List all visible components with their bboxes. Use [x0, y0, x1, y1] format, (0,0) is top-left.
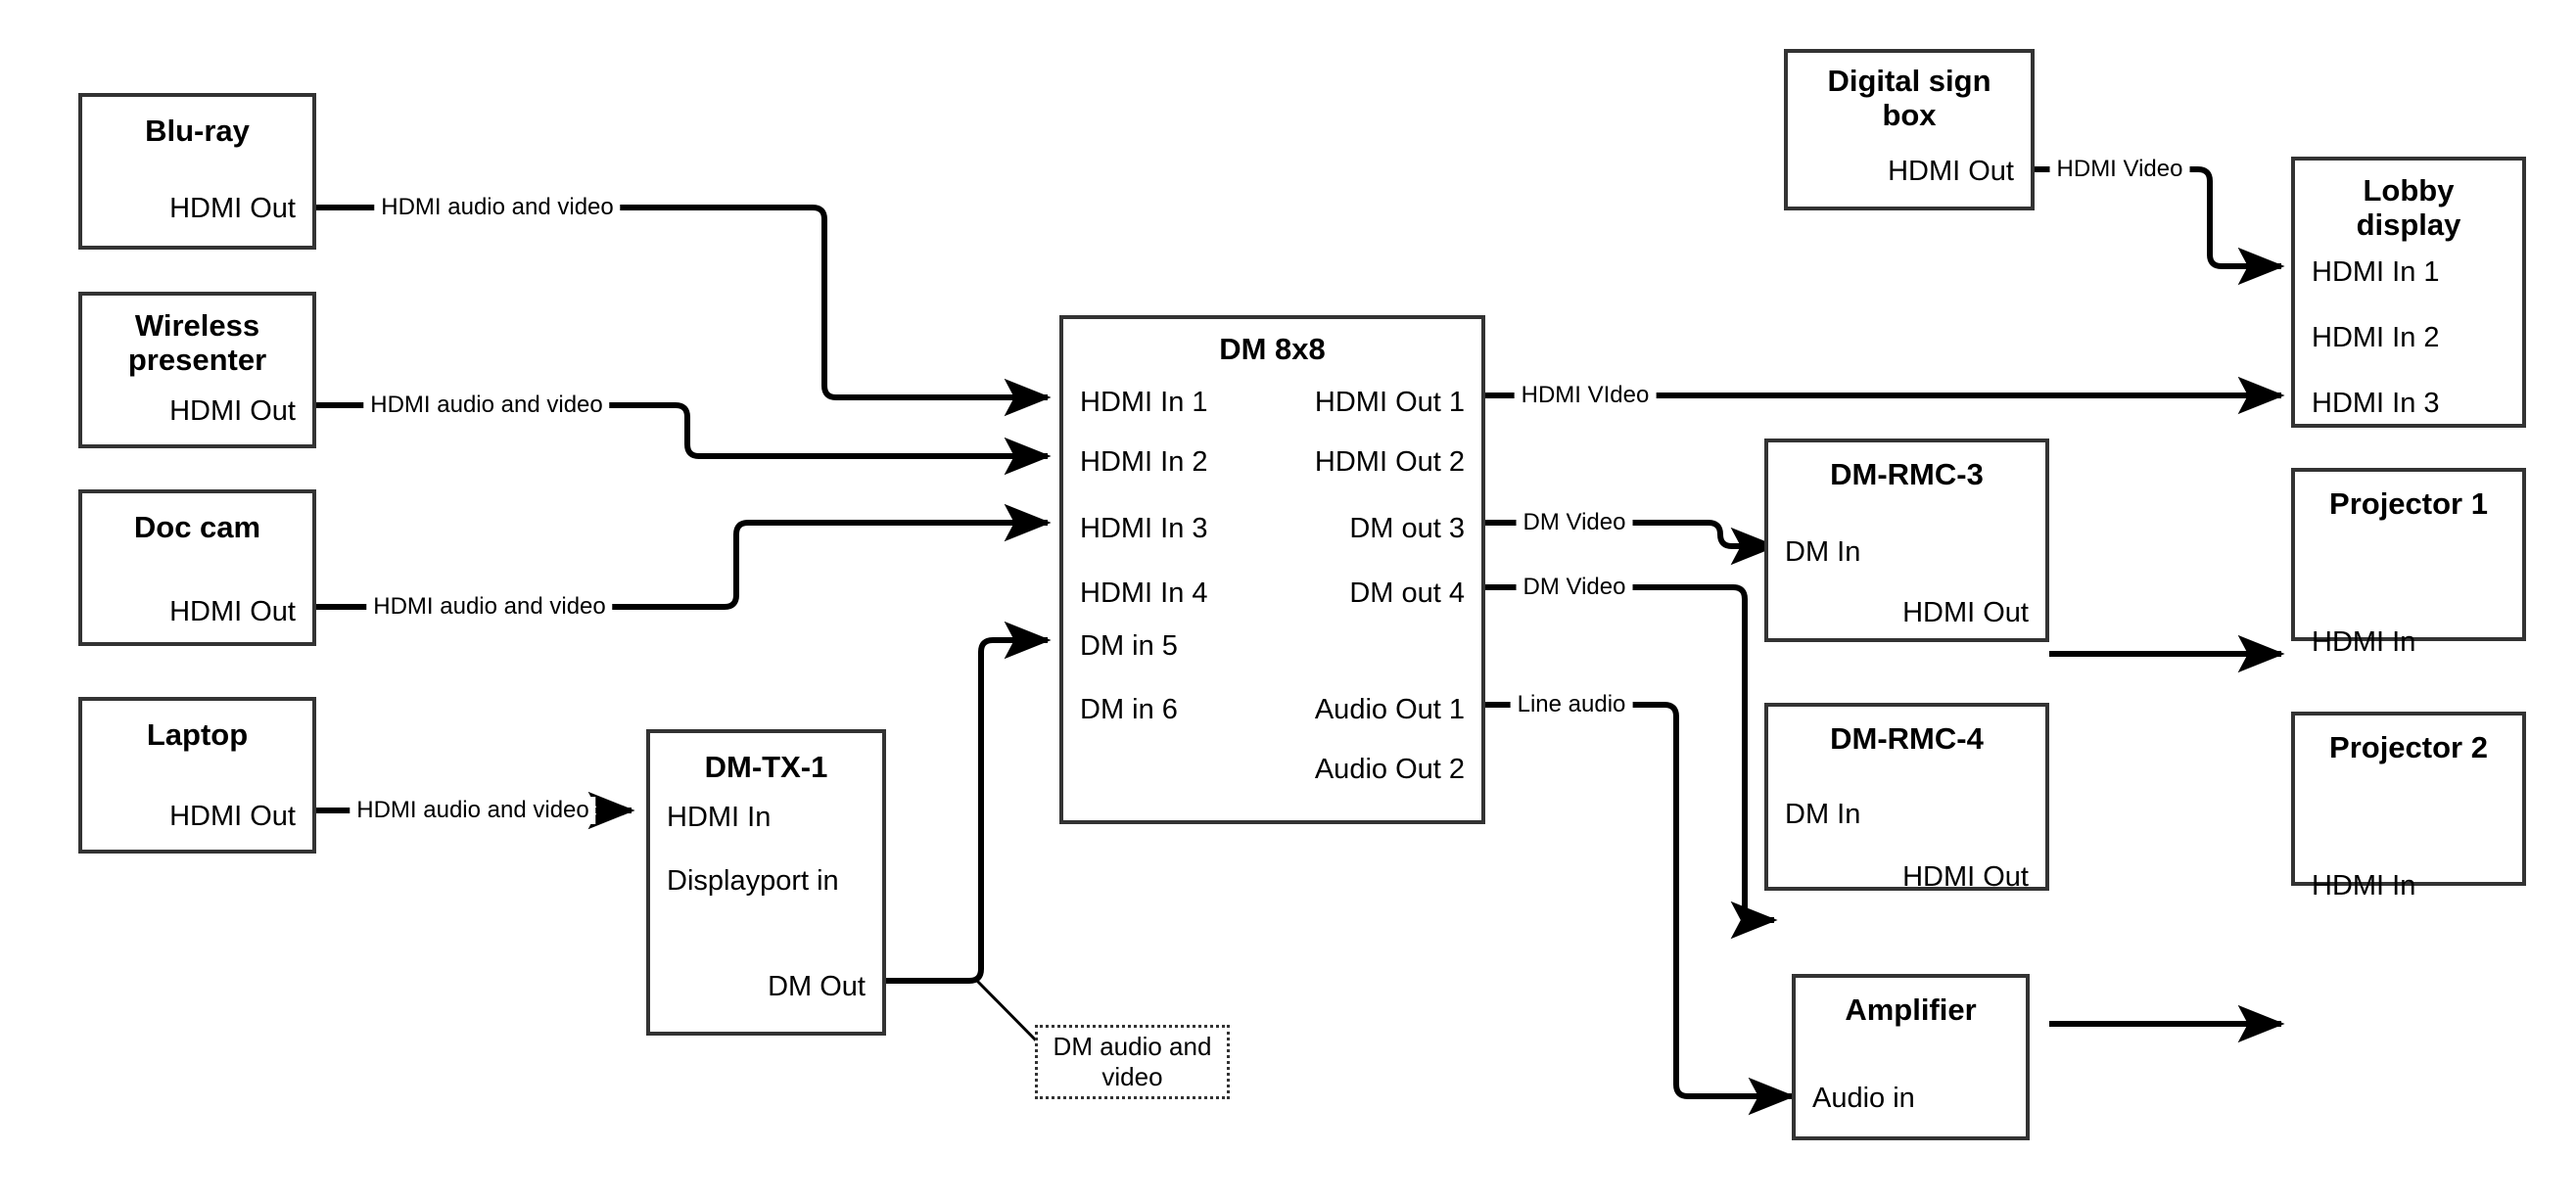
port-dm8x8-hdmi-in-4[interactable]: HDMI In 4 — [1080, 577, 1208, 609]
port-wireless-hdmi-out[interactable]: HDMI Out — [169, 395, 296, 427]
node-laptop-title: Laptop — [146, 717, 249, 752]
node-dmtx1-title: DM-TX-1 — [704, 750, 828, 784]
node-dm-tx-1[interactable]: DM-TX-1 HDMI In Displayport in DM Out — [646, 729, 886, 1036]
port-dm8x8-audio-out-1[interactable]: Audio Out 1 — [1314, 694, 1465, 725]
node-projector-2[interactable]: Projector 2 HDMI In — [2291, 712, 2526, 901]
callout-leader-line — [973, 977, 1043, 1047]
port-dm8x8-dm-out-3[interactable]: DM out 3 — [1349, 513, 1465, 544]
node-digital-sign-box[interactable]: Digital sign box HDMI Out — [1784, 49, 2035, 210]
node-digitalsign-title-line2: box — [1882, 97, 1937, 132]
callout-line-2: video — [1101, 1062, 1163, 1091]
node-dm-rmc-4[interactable]: DM-RMC-4 DM In HDMI Out — [1764, 703, 2049, 893]
edge-label-dm-video-out4: DM Video — [1516, 574, 1633, 601]
port-dmtx1-dm-out[interactable]: DM Out — [768, 971, 866, 1002]
port-lobby-hdmi-in-1[interactable]: HDMI In 1 — [2312, 256, 2440, 288]
wire-bluray-to-dm8x8 — [315, 205, 1052, 417]
port-dmrmc3-hdmi-out[interactable]: HDMI Out — [1902, 597, 2029, 628]
node-doc-cam[interactable]: Doc cam HDMI Out — [78, 489, 316, 646]
node-dmrmc4-title: DM-RMC-4 — [1830, 721, 1984, 756]
edge-label-dm-video-out3: DM Video — [1516, 509, 1633, 536]
port-dm8x8-hdmi-in-2[interactable]: HDMI In 2 — [1080, 446, 1208, 478]
node-digitalsign-title-line1: Digital sign — [1827, 64, 1991, 98]
wire-dmtx1-to-dm8x8 — [886, 621, 1052, 984]
edge-label-line-audio: Line audio — [1510, 691, 1633, 718]
callout-dm-audio-and-video: DM audio and video — [1035, 1025, 1230, 1099]
port-dm8x8-dm-in-5[interactable]: DM in 5 — [1080, 630, 1178, 662]
wire-dm8x8-dmout4-to-dmrmc4 — [1485, 584, 1778, 940]
port-projector1-hdmi-in[interactable]: HDMI In — [2312, 626, 2416, 658]
wire-digitalsign-to-lobby — [2035, 166, 2285, 286]
wire-dm8x8-audioout1-to-amplifier — [1485, 702, 1796, 1116]
port-lobby-hdmi-in-3[interactable]: HDMI In 3 — [2312, 388, 2440, 419]
port-digitalsign-hdmi-out[interactable]: HDMI Out — [1888, 156, 2014, 187]
node-projector1-title: Projector 1 — [2329, 486, 2488, 521]
port-projector2-hdmi-in[interactable]: HDMI In — [2312, 870, 2416, 901]
edge-label-wireless-hdmi-av: HDMI audio and video — [363, 392, 610, 419]
node-dm8x8-title: DM 8x8 — [1219, 332, 1326, 366]
node-doccam-title: Doc cam — [133, 510, 261, 544]
node-wireless-title-line1: Wireless — [134, 308, 260, 343]
node-lobby-title-line1: Lobby — [2363, 173, 2455, 208]
node-wireless-title-line2: presenter — [127, 342, 267, 377]
node-dm-8x8[interactable]: DM 8x8 HDMI In 1 HDMI In 2 HDMI In 3 HDM… — [1059, 315, 1485, 824]
port-dmrmc4-dm-in[interactable]: DM In — [1785, 799, 1861, 830]
node-amplifier[interactable]: Amplifier Audio in — [1792, 974, 2030, 1140]
node-projector2-title: Projector 2 — [2329, 730, 2488, 764]
edge-label-laptop-hdmi-av: HDMI audio and video — [350, 797, 596, 824]
port-dm8x8-hdmi-in-1[interactable]: HDMI In 1 — [1080, 387, 1208, 418]
node-lobby-display[interactable]: Lobby display HDMI In 1 HDMI In 2 HDMI I… — [2291, 157, 2526, 428]
port-amplifier-audio-in[interactable]: Audio in — [1812, 1083, 1915, 1114]
port-dmtx1-hdmi-in[interactable]: HDMI In — [667, 802, 772, 833]
port-dm8x8-audio-out-2[interactable]: Audio Out 2 — [1314, 754, 1465, 785]
port-dmrmc4-hdmi-out[interactable]: HDMI Out — [1902, 861, 2029, 893]
port-dm8x8-dm-in-6[interactable]: DM in 6 — [1080, 694, 1178, 725]
node-dm-rmc-3[interactable]: DM-RMC-3 DM In HDMI Out — [1764, 439, 2049, 642]
node-wireless-presenter[interactable]: Wireless presenter HDMI Out — [78, 292, 316, 448]
wire-dm8x8-dmout3-to-dmrmc3 — [1485, 520, 1778, 566]
node-laptop[interactable]: Laptop HDMI Out — [78, 697, 316, 854]
port-dm8x8-dm-out-4[interactable]: DM out 4 — [1349, 577, 1465, 609]
wire-wireless-to-dm8x8 — [315, 402, 1052, 476]
callout-line-1: DM audio and — [1053, 1031, 1212, 1061]
port-bluray-hdmi-out[interactable]: HDMI Out — [169, 193, 296, 224]
port-dmtx1-displayport-in[interactable]: Displayport in — [667, 865, 839, 897]
node-bluray-title: Blu-ray — [145, 114, 250, 148]
node-dmrmc3-title: DM-RMC-3 — [1830, 457, 1984, 491]
port-dmrmc3-dm-in[interactable]: DM In — [1785, 536, 1861, 568]
node-amplifier-title: Amplifier — [1845, 993, 1977, 1027]
port-dm8x8-hdmi-out-2[interactable]: HDMI Out 2 — [1314, 446, 1465, 478]
edge-label-bluray-hdmi-av: HDMI audio and video — [374, 194, 621, 221]
node-lobby-title-line2: display — [2356, 207, 2461, 242]
edge-label-hdmi-video-digitalsign: HDMI Video — [2049, 156, 2190, 183]
node-bluray[interactable]: Blu-ray HDMI Out — [78, 93, 316, 250]
edge-label-doccam-hdmi-av: HDMI audio and video — [366, 593, 613, 621]
wire-doccam-to-dm8x8 — [315, 503, 1052, 610]
port-doccam-hdmi-out[interactable]: HDMI Out — [169, 596, 296, 627]
port-dm8x8-hdmi-out-1[interactable]: HDMI Out 1 — [1314, 387, 1465, 418]
edge-label-hdmi-video-out1: HDMI VIdeo — [1514, 382, 1657, 409]
port-laptop-hdmi-out[interactable]: HDMI Out — [169, 801, 296, 832]
node-projector-1[interactable]: Projector 1 HDMI In — [2291, 468, 2526, 658]
port-lobby-hdmi-in-2[interactable]: HDMI In 2 — [2312, 322, 2440, 353]
port-dm8x8-hdmi-in-3[interactable]: HDMI In 3 — [1080, 513, 1208, 544]
